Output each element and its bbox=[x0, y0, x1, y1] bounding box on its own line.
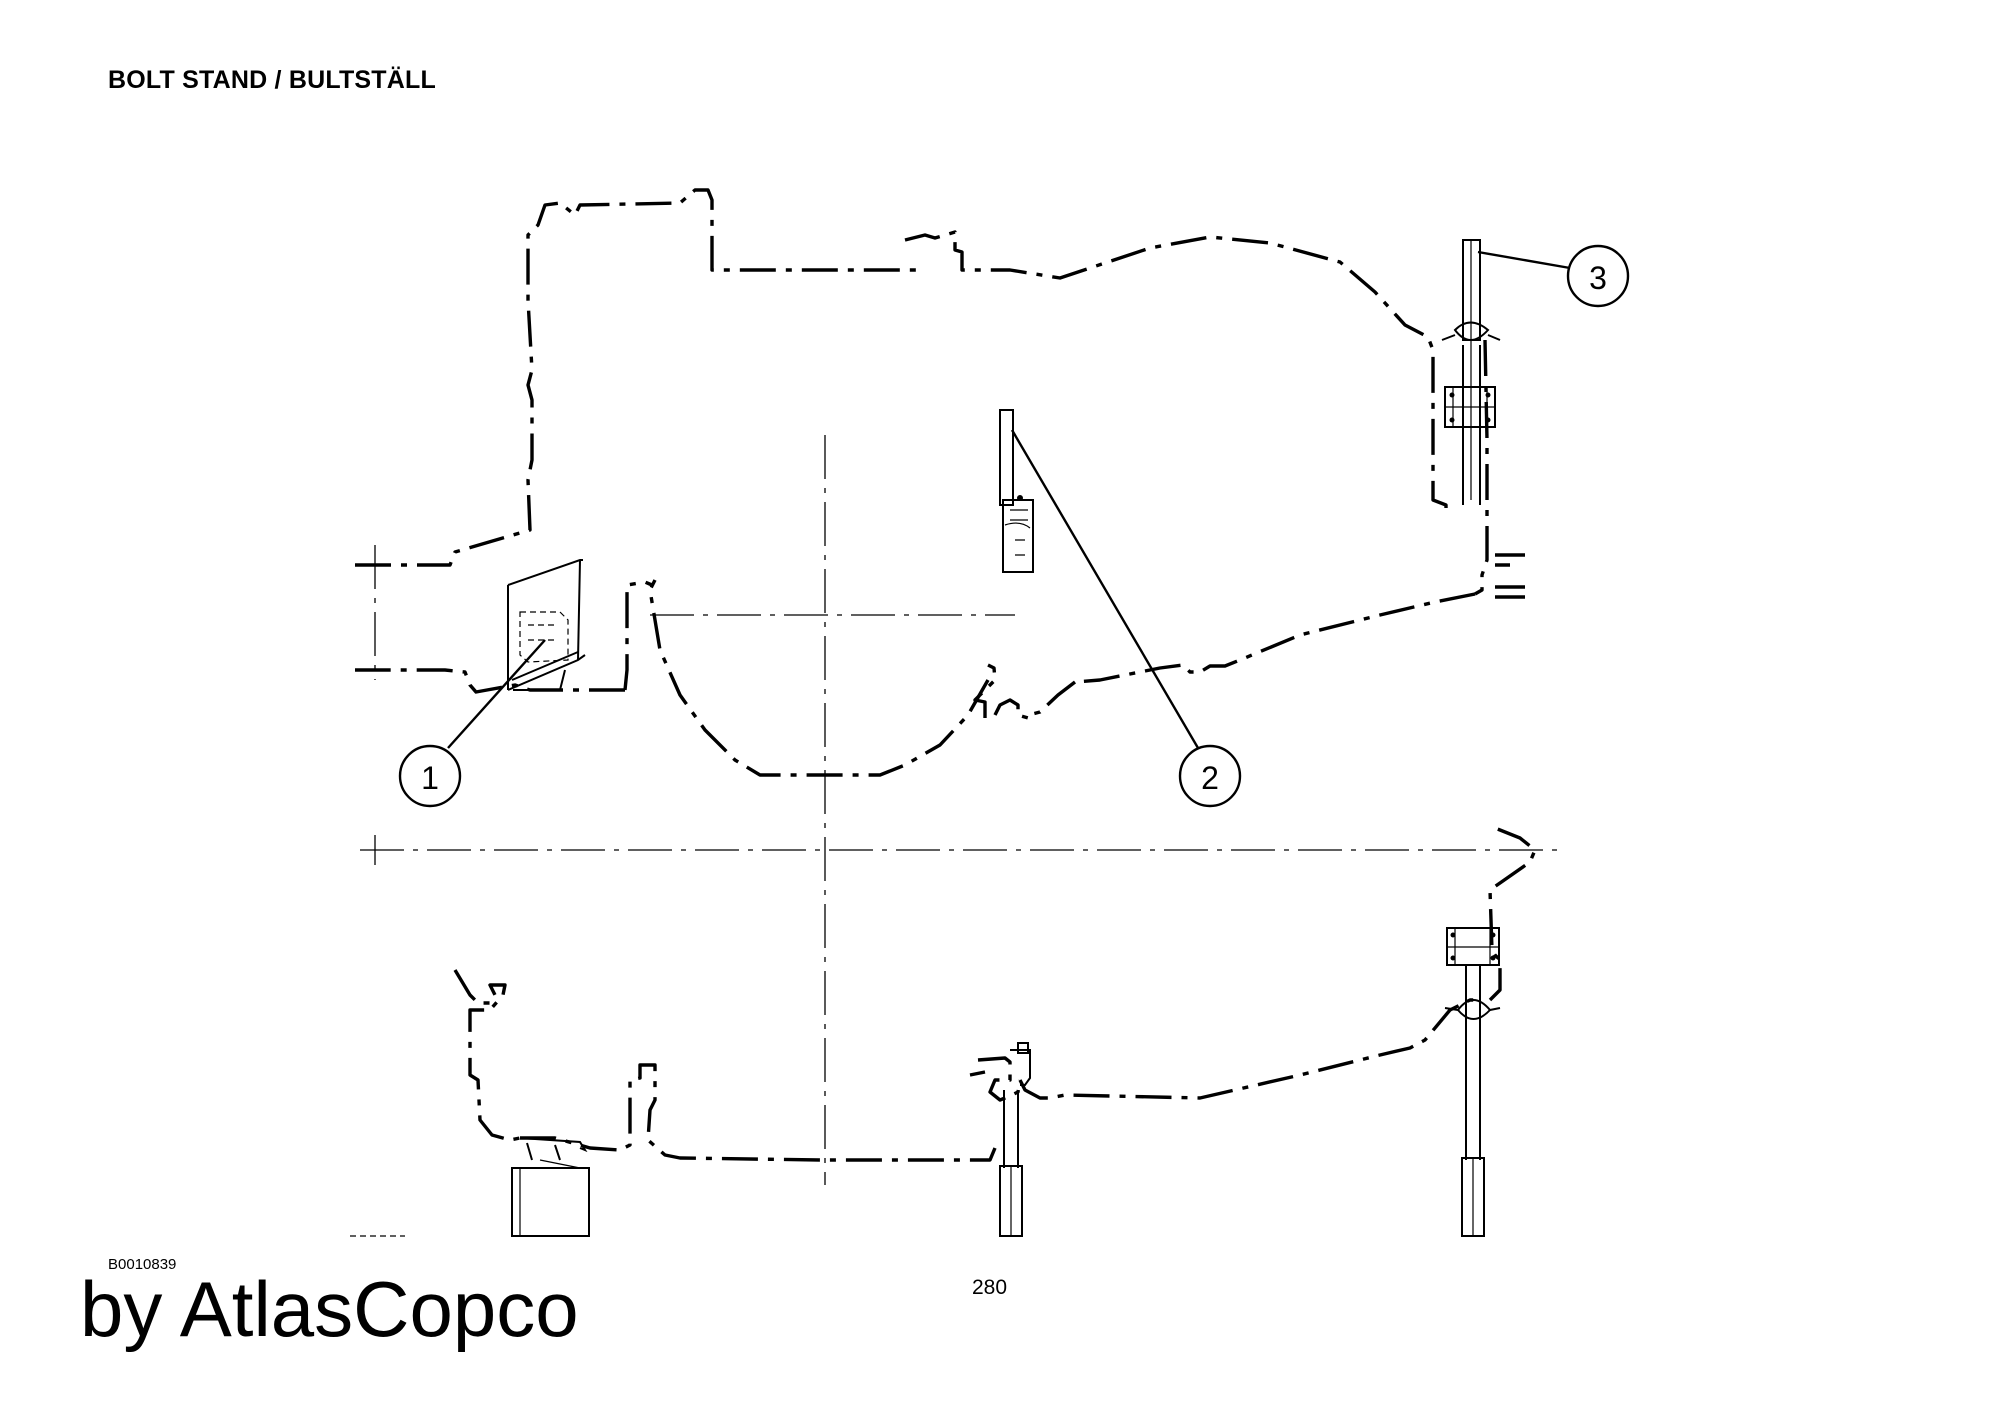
upper-machine-outline bbox=[355, 188, 1525, 777]
leader-2 bbox=[1010, 429, 1200, 749]
part-3-clamp bbox=[1453, 321, 1490, 341]
part-2-top-nut bbox=[1017, 1042, 1029, 1054]
leader-1 bbox=[447, 639, 546, 749]
lower-machine-outline bbox=[453, 826, 1537, 1162]
brand-text: by AtlasCopco bbox=[80, 1265, 579, 1353]
leader-3 bbox=[1477, 250, 1571, 270]
part-3-rack-upper bbox=[1441, 239, 1501, 505]
centerlines bbox=[360, 435, 1560, 1185]
balloon-2-label: 2 bbox=[1201, 760, 1219, 796]
balloon-2: 2 bbox=[1178, 744, 1242, 808]
balloon-1: 1 bbox=[398, 744, 462, 808]
page-number: 280 bbox=[972, 1276, 1008, 1299]
part-3-rack-lower bbox=[1444, 927, 1501, 1237]
leader-lines bbox=[447, 250, 1571, 749]
part-1-bracket-lower bbox=[511, 1137, 590, 1237]
drawing-number: B0010839 bbox=[108, 1256, 177, 1273]
balloon-1-label: 1 bbox=[421, 760, 439, 796]
page-title: BOLT STAND / BULTSTÄLL bbox=[108, 66, 436, 94]
part-2-body bbox=[1002, 499, 1034, 573]
part-2-holder-upper bbox=[999, 409, 1034, 573]
balloon-3-label: 3 bbox=[1589, 260, 1607, 296]
part-2-rod bbox=[999, 409, 1014, 506]
part-3-clamp-lower bbox=[1456, 999, 1492, 1020]
part-2-holder-lower bbox=[999, 1042, 1031, 1237]
part-1-block bbox=[511, 1167, 590, 1237]
part-1-bracket-upper bbox=[507, 559, 586, 691]
part-2-pin bbox=[1017, 495, 1023, 501]
balloon-3: 3 bbox=[1566, 244, 1630, 308]
